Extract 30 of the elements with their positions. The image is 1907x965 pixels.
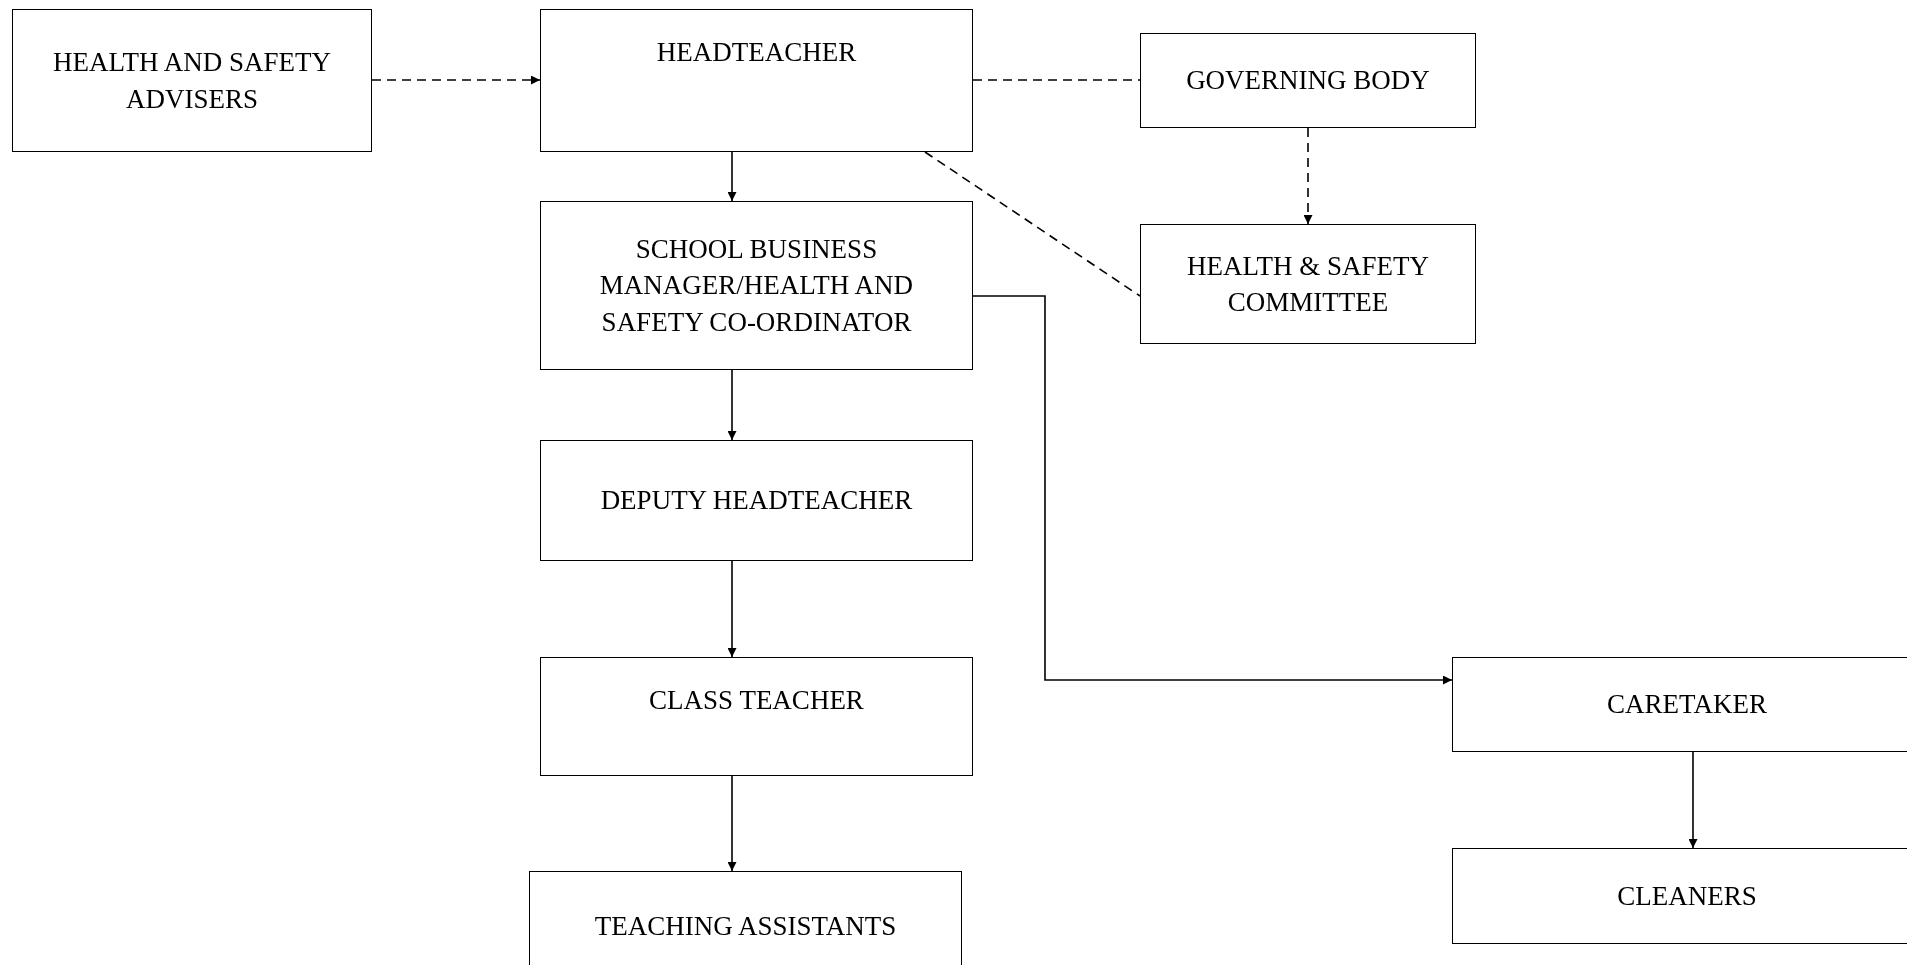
arrow xyxy=(1688,751,1698,849)
role-title: CLEANERS xyxy=(1617,879,1757,913)
role-box xyxy=(12,9,372,152)
role-title: TEACHING ASSISTANTS xyxy=(594,909,897,943)
arrow xyxy=(1303,127,1313,225)
role-box xyxy=(1452,657,1907,752)
role-title: GOVERNING BODY xyxy=(1186,64,1430,98)
role-title: HEALTH AND SAFETY ADVISERS xyxy=(52,46,332,116)
arrow xyxy=(727,369,737,441)
connector-line xyxy=(924,151,1141,297)
role-title: DEPUTY HEADTEACHER xyxy=(600,484,913,518)
role-title: HEALTH & SAFETY COMMITTEE xyxy=(1186,249,1430,319)
arrow xyxy=(371,75,541,85)
role-box xyxy=(1140,33,1476,128)
role-box xyxy=(540,657,973,776)
connector-line xyxy=(972,79,1141,81)
role-box xyxy=(540,9,973,152)
arrow xyxy=(727,560,737,658)
role-title: CLASS TEACHER xyxy=(649,684,864,717)
role-box xyxy=(1452,848,1907,944)
arrow xyxy=(972,295,1453,685)
role-title: CARETAKER xyxy=(1607,688,1767,722)
role-title: HEADTEACHER xyxy=(656,36,857,69)
arrow xyxy=(727,775,737,872)
role-box xyxy=(1140,224,1476,344)
role-box xyxy=(540,201,973,370)
role-box xyxy=(529,871,962,965)
role-title: SCHOOL BUSINESS MANAGER/HEALTH AND SAFETY CO-ORDINATOR xyxy=(598,232,915,339)
role-box xyxy=(540,440,973,561)
arrow xyxy=(727,151,737,202)
